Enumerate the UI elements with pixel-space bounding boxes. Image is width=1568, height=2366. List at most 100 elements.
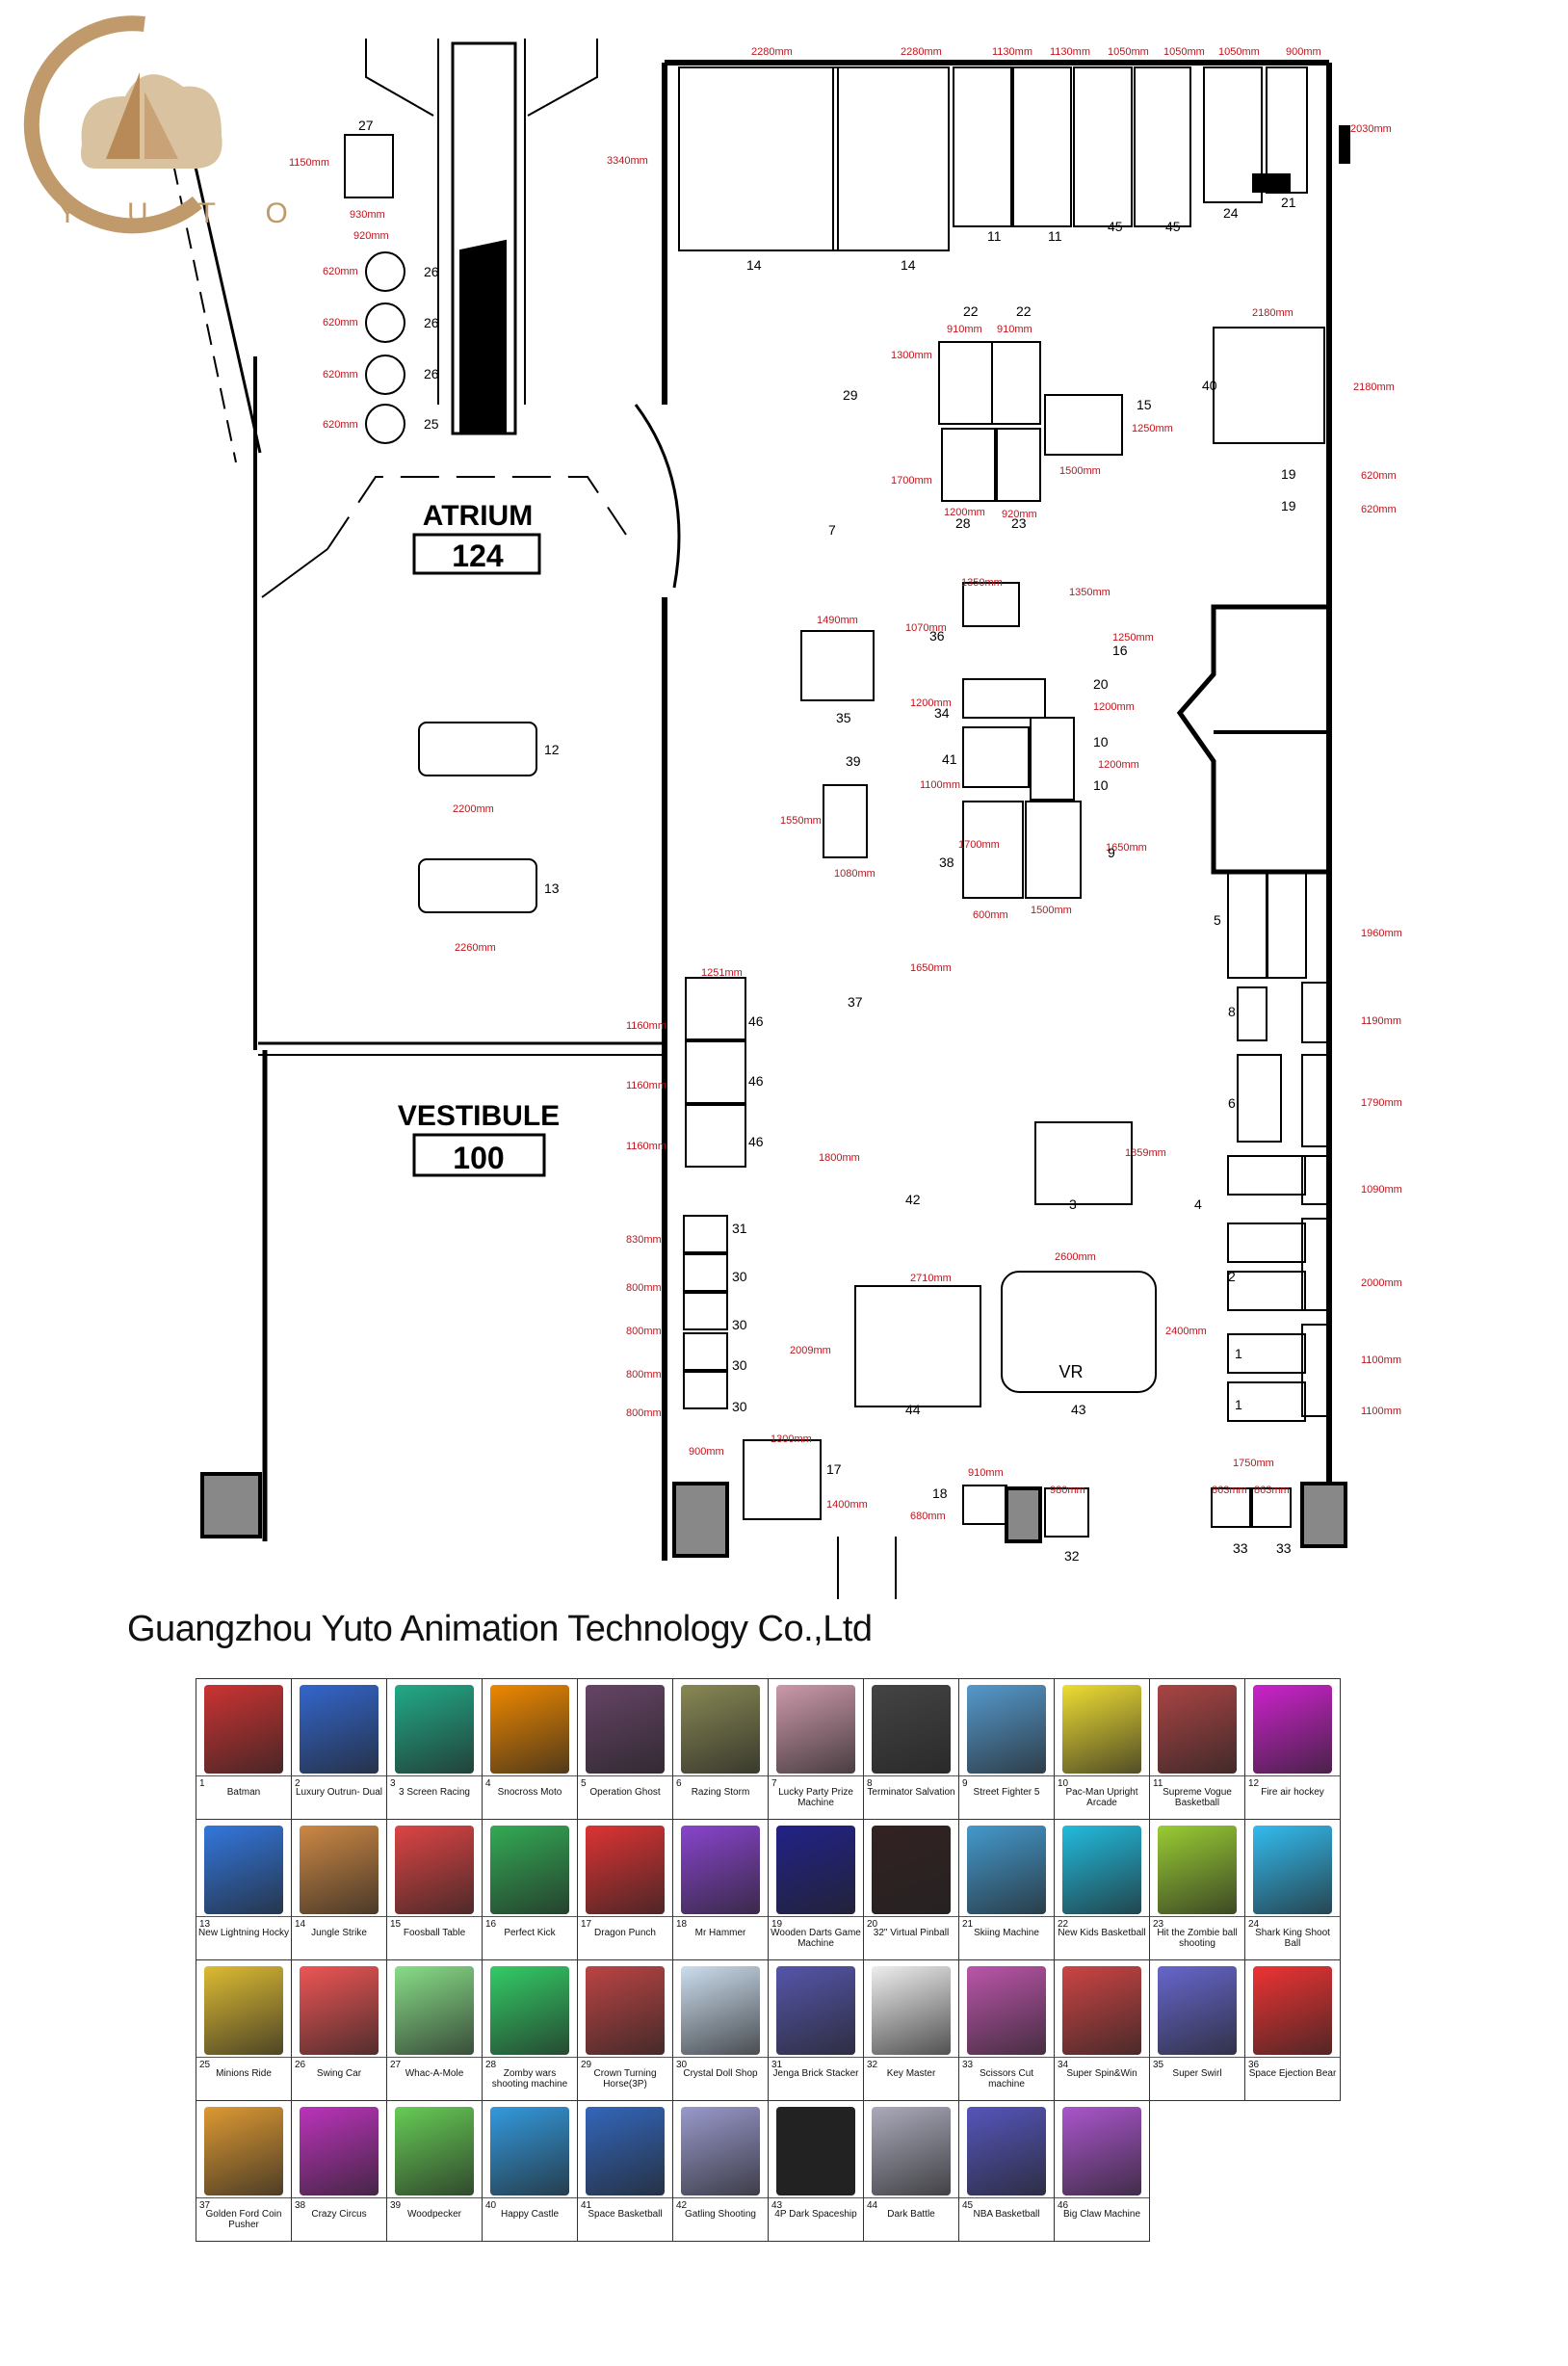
machine-number: 26 bbox=[424, 264, 439, 279]
dimension-label: 3340mm bbox=[607, 155, 648, 167]
machine-number: 22 bbox=[963, 303, 979, 319]
dimension-label: 830mm bbox=[626, 1234, 662, 1246]
product-image bbox=[300, 1826, 379, 1914]
item-number: 28 bbox=[485, 2060, 497, 2070]
machine-number: 14 bbox=[901, 257, 916, 273]
machine-number: 44 bbox=[905, 1402, 921, 1417]
item-name: 32" Virtual Pinball bbox=[873, 1928, 950, 1938]
machine-number: 13 bbox=[544, 881, 560, 896]
machine-number: 40 bbox=[1202, 378, 1217, 393]
dimension-label: 1160mm bbox=[626, 1141, 666, 1152]
dimension-label: 900mm bbox=[1286, 46, 1321, 58]
dimension-label: 1700mm bbox=[958, 839, 1000, 851]
product-image bbox=[1158, 1826, 1237, 1914]
item-number: 2 bbox=[295, 1778, 301, 1789]
dimension-label: 1790mm bbox=[1361, 1097, 1402, 1109]
item-name: Jungle Strike bbox=[311, 1928, 367, 1938]
machine-number: 24 bbox=[1223, 205, 1239, 221]
item-number: 24 bbox=[1248, 1919, 1260, 1930]
item-number: 11 bbox=[1153, 1778, 1163, 1789]
item-name: Perfect Kick bbox=[504, 1928, 556, 1938]
item-number: 44 bbox=[867, 2200, 878, 2211]
product-image bbox=[490, 1685, 569, 1774]
room-label-box bbox=[412, 533, 541, 575]
room-number: 124 bbox=[452, 539, 504, 573]
product-image bbox=[490, 1966, 569, 2055]
room-label-box bbox=[412, 1133, 546, 1177]
product-image bbox=[872, 2107, 951, 2195]
machine-number: 4 bbox=[1194, 1196, 1202, 1212]
dimension-label: 2009mm bbox=[790, 1345, 831, 1356]
machine-number: 16 bbox=[1112, 643, 1128, 658]
product-image bbox=[776, 1685, 855, 1774]
machine-number: 30 bbox=[732, 1317, 747, 1332]
machine-number: 36 bbox=[929, 628, 945, 644]
product-image bbox=[204, 1966, 283, 2055]
machine-number: 37 bbox=[848, 994, 863, 1010]
item-number: 21 bbox=[962, 1919, 974, 1930]
room-number: 100 bbox=[453, 1141, 504, 1175]
dimension-label: 800mm bbox=[626, 1326, 662, 1337]
atrium-arc bbox=[327, 476, 627, 550]
dimension-label: 1100mm bbox=[1361, 1406, 1401, 1417]
dimension-label: 910mm bbox=[997, 324, 1032, 335]
dimension-label: 2180mm bbox=[1252, 307, 1294, 319]
item-number: 29 bbox=[581, 2060, 592, 2070]
dimension-label: 2400mm bbox=[1165, 1326, 1207, 1337]
item-name: Happy Castle bbox=[500, 2209, 560, 2220]
product-image bbox=[967, 1826, 1046, 1914]
product-image bbox=[681, 2107, 760, 2195]
item-number: 3 bbox=[390, 1778, 396, 1789]
item-number: 33 bbox=[962, 2060, 974, 2070]
machine-number: 42 bbox=[905, 1192, 921, 1207]
item-name: Minions Ride bbox=[216, 2068, 272, 2079]
dimension-label: 2200mm bbox=[453, 803, 494, 815]
machine-number: 34 bbox=[934, 705, 950, 721]
room-name: ATRIUM bbox=[423, 500, 533, 532]
item-number: 14 bbox=[295, 1919, 306, 1930]
item-number: 4 bbox=[485, 1778, 491, 1789]
item-name: Dragon Punch bbox=[594, 1928, 656, 1938]
machine-number: 46 bbox=[748, 1073, 764, 1089]
item-number: 1 bbox=[199, 1778, 205, 1789]
item-name: Lucky Party Prize Machine bbox=[778, 1787, 853, 1808]
item-number: 32 bbox=[867, 2060, 878, 2070]
dimension-label: 2280mm bbox=[901, 46, 942, 58]
machine-number: 3 bbox=[1069, 1196, 1077, 1212]
product-image bbox=[204, 1826, 283, 1914]
item-number: 10 bbox=[1058, 1778, 1069, 1789]
item-name: Crazy Circus bbox=[311, 2209, 367, 2220]
item-number: 8 bbox=[867, 1778, 873, 1789]
item-number: 46 bbox=[1058, 2200, 1069, 2211]
item-name: New Lightning Hocky bbox=[198, 1928, 289, 1938]
product-image bbox=[300, 2107, 379, 2195]
item-number: 43 bbox=[771, 2200, 783, 2211]
item-number: 31 bbox=[771, 2060, 783, 2070]
item-number: 36 bbox=[1248, 2060, 1260, 2070]
item-name: Whac-A-Mole bbox=[405, 2068, 464, 2079]
dimension-label: 910mm bbox=[947, 324, 982, 335]
dimension-label: 1350mm bbox=[961, 577, 1003, 589]
dimension-label: 1160mm bbox=[626, 1080, 666, 1091]
stair-steps bbox=[459, 239, 507, 434]
machine-number: 31 bbox=[732, 1221, 747, 1236]
dimension-label: 1750mm bbox=[1233, 1458, 1274, 1469]
product-image bbox=[586, 2107, 665, 2195]
dimension-label: 1050mm bbox=[1218, 46, 1260, 58]
product-image bbox=[1062, 2107, 1141, 2195]
